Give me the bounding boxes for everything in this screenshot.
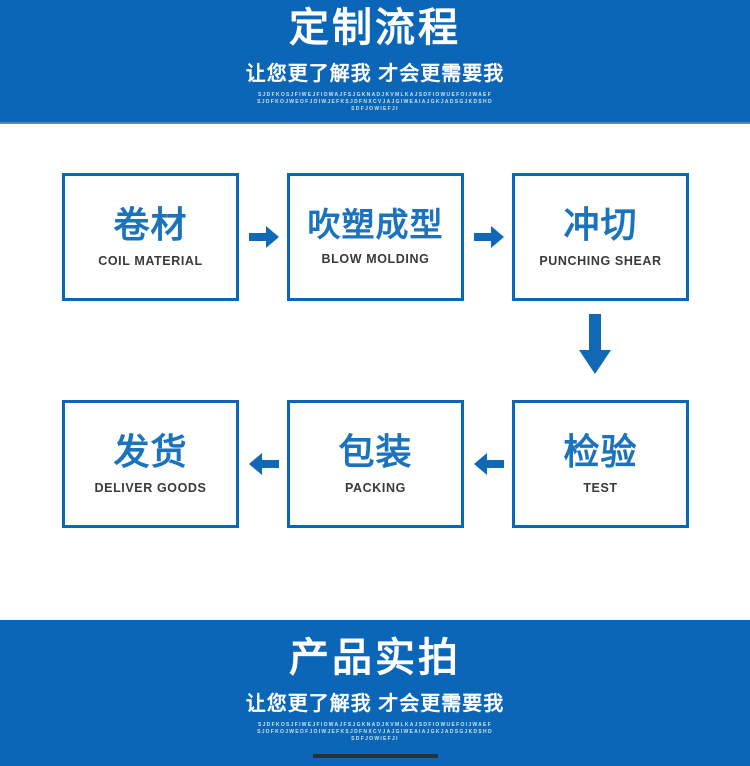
bottom-banner-rule: [312, 754, 438, 758]
filler-line: SJDFKOSJFIWEJFIOWAJFSJGKNADJKVMLKAJSDFIO…: [257, 722, 493, 728]
top-banner-filler-text: SJDFKOSJFIWEJFIOWAJFSJGKNADJKVMLKAJSDFIO…: [165, 92, 585, 113]
flow-node-test: 检验 TEST: [512, 400, 689, 528]
flow-node-title-cn: 包装: [338, 431, 413, 473]
filler-line: SJDFKOJWEOFJOIWJEFKSJDFNXCVJAJGIWEAIAJGK…: [257, 99, 493, 105]
top-banner: 定制流程 让您更了解我 才会更需要我 SJDFKOSJFIWEJFIOWAJFS…: [0, 0, 750, 124]
bottom-banner-subtitle: 让您更了解我 才会更需要我: [245, 693, 505, 715]
flow-node-packing: 包装 PACKING: [287, 400, 464, 528]
bottom-banner-title: 产品实拍: [289, 636, 461, 680]
arrow-left-icon: [474, 451, 504, 477]
flow-node-blow-molding: 吹塑成型 BLOW MOLDING: [287, 173, 464, 301]
top-banner-title: 定制流程: [289, 6, 461, 50]
top-banner-underline: [0, 122, 750, 124]
flow-node-title-en: BLOW MOLDING: [321, 252, 430, 267]
flow-node-deliver-goods: 发货 DELIVER GOODS: [62, 400, 239, 528]
flow-node-title-en: DELIVER GOODS: [94, 480, 207, 495]
bottom-banner-filler-text: SJDFKOSJFIWEJFIOWAJFSJGKNADJKVMLKAJSDFIO…: [165, 722, 585, 743]
filler-line: SDFJOWIEFJI: [351, 106, 399, 112]
flow-node-title-en: COIL MATERIAL: [98, 253, 203, 268]
filler-line: SJDFKOJWEOFJOIWJEFKSJDFNXCVJAJGIWEAIAJGK…: [257, 729, 493, 735]
arrow-left-icon: [249, 451, 279, 477]
flow-node-coil-material: 卷材 COIL MATERIAL: [62, 173, 239, 301]
filler-line: SDFJOWIEFJI: [351, 736, 399, 742]
process-flow-diagram: 卷材 COIL MATERIAL 吹塑成型 BLOW MOLDING 冲切 PU…: [0, 124, 750, 620]
flow-node-title-cn: 冲切: [563, 204, 638, 246]
filler-line: SJDFKOSJFIWEJFIOWAJFSJGKNADJKVMLKAJSDFIO…: [257, 92, 493, 98]
flow-node-title-cn: 检验: [563, 431, 638, 473]
bottom-banner: 产品实拍 让您更了解我 才会更需要我 SJDFKOSJFIWEJFIOWAJFS…: [0, 620, 750, 766]
arrow-right-icon: [249, 224, 279, 250]
arrow-right-icon: [474, 224, 504, 250]
flow-node-title-cn: 吹塑成型: [307, 205, 444, 243]
flow-node-title-cn: 卷材: [113, 204, 188, 246]
flow-node-title-en: TEST: [583, 480, 618, 495]
arrow-down-icon: [578, 314, 612, 376]
flow-node-punching-shear: 冲切 PUNCHING SHEAR: [512, 173, 689, 301]
flow-node-title-en: PACKING: [345, 480, 406, 495]
top-banner-subtitle: 让您更了解我 才会更需要我: [245, 63, 505, 85]
flow-node-title-en: PUNCHING SHEAR: [539, 253, 662, 268]
flow-node-title-cn: 发货: [113, 431, 188, 473]
